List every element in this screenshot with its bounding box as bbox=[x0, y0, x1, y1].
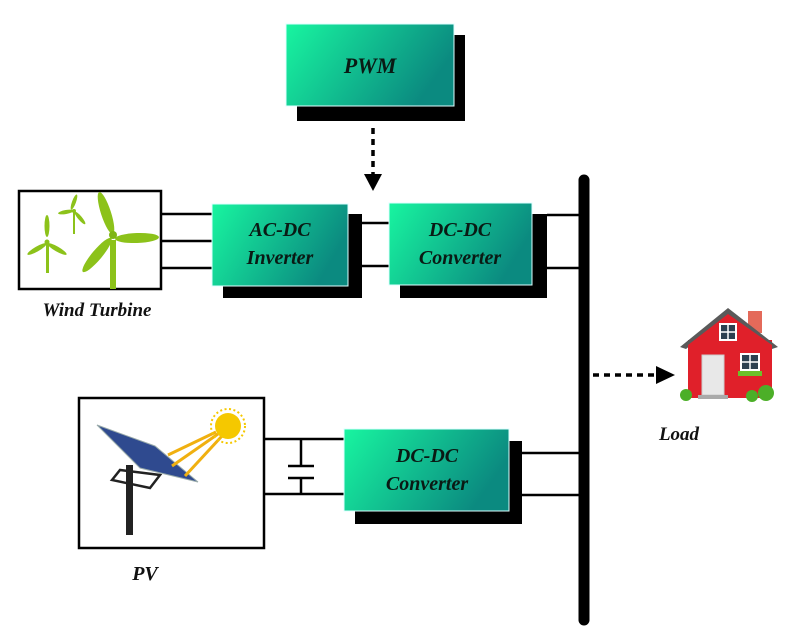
pwm-arrow-head bbox=[364, 174, 382, 191]
acdc-block-label-line1: AC-DC bbox=[247, 219, 311, 241]
pv-label: PV bbox=[131, 563, 159, 585]
dcdc-pv-label-line2: Converter bbox=[386, 473, 468, 495]
pwm-block-label: PWM bbox=[343, 53, 398, 78]
dcdc-wind-label-line2: Converter bbox=[419, 247, 501, 269]
pv-to-dcdc-wires bbox=[264, 437, 345, 496]
pwm-block: PWM bbox=[285, 23, 465, 121]
acdc-inverter-block: AC-DC Inverter bbox=[211, 203, 362, 298]
dcdc-pv-to-bus-wires bbox=[522, 451, 580, 497]
pwm-block-face bbox=[285, 23, 455, 107]
solar-panel-sun-icon bbox=[96, 408, 246, 535]
dcdc-converter-pv-block: DC-DC Converter bbox=[343, 428, 522, 524]
dcdc-pv-block-face bbox=[343, 428, 510, 512]
dcdc-wind-block-face bbox=[388, 202, 533, 286]
house-icon bbox=[680, 308, 778, 402]
dcdc-wind-to-bus-wires bbox=[547, 213, 580, 270]
wind-to-acdc-wires bbox=[161, 212, 213, 270]
acdc-block-label-line2: Inverter bbox=[246, 247, 314, 269]
acdc-block-face bbox=[211, 203, 349, 287]
load-label: Load bbox=[658, 424, 700, 445]
dcdc-pv-label-line1: DC-DC bbox=[395, 445, 459, 467]
wind-turbine-source bbox=[17, 189, 163, 291]
acdc-to-dcdc-wires bbox=[362, 221, 390, 268]
wind-turbines-icon bbox=[27, 192, 159, 289]
load-arrow-head bbox=[656, 366, 675, 384]
pv-source bbox=[77, 396, 266, 550]
capacitor-symbol bbox=[288, 439, 314, 494]
wind-turbine-label: Wind Turbine bbox=[43, 300, 152, 321]
dcdc-wind-label-line1: DC-DC bbox=[428, 219, 492, 241]
dcdc-converter-wind-block: DC-DC Converter bbox=[388, 202, 547, 298]
